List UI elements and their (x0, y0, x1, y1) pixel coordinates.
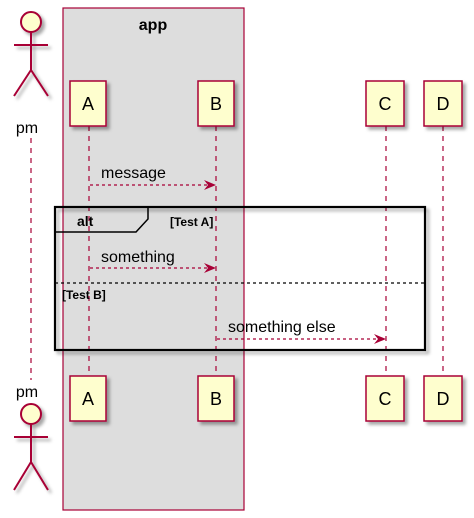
participant-c-bottom: C (365, 375, 405, 422)
alt-guard-1: [Test A] (170, 215, 213, 229)
participant-a-bottom-label: A (82, 389, 94, 409)
participant-c-bottom-label: C (379, 389, 392, 409)
participant-a-top: A (69, 80, 107, 127)
participant-a-bottom: A (69, 375, 107, 422)
participant-d-bottom: D (423, 375, 463, 422)
participant-c-top: C (365, 80, 405, 127)
actor-pm-top: pm (13, 11, 49, 137)
message-1-label: message (101, 165, 166, 182)
participant-d-top: D (423, 80, 463, 127)
actor-pm-bottom-label: pm (16, 384, 38, 401)
message-2: something (90, 249, 216, 273)
app-box-title: app (139, 17, 168, 34)
participant-b-top-label: B (210, 94, 222, 114)
alt-fragment-tab (55, 206, 149, 233)
participant-d-top-label: D (437, 94, 450, 114)
lifelines (30, 126, 444, 380)
message-1: message (90, 165, 216, 190)
participant-a-top-label: A (82, 94, 94, 114)
message-3: something else (217, 319, 386, 344)
alt-guard-2: [Test B] (62, 288, 106, 302)
actor-figure-icon (13, 403, 49, 491)
alt-fragment-keyword: alt (77, 213, 94, 229)
participant-b-bottom: B (197, 375, 235, 422)
actor-pm-top-label: pm (16, 120, 38, 137)
actor-figure-icon (13, 11, 49, 97)
participant-b-top: B (197, 80, 235, 127)
alt-fragment: alt [Test A] [Test B] (53, 205, 427, 352)
participant-c-top-label: C (379, 94, 392, 114)
participant-b-bottom-label: B (210, 389, 222, 409)
actor-pm-bottom: pm (13, 384, 49, 491)
message-3-label: something else (228, 319, 336, 336)
message-2-label: something (101, 249, 175, 266)
participant-d-bottom-label: D (437, 389, 450, 409)
